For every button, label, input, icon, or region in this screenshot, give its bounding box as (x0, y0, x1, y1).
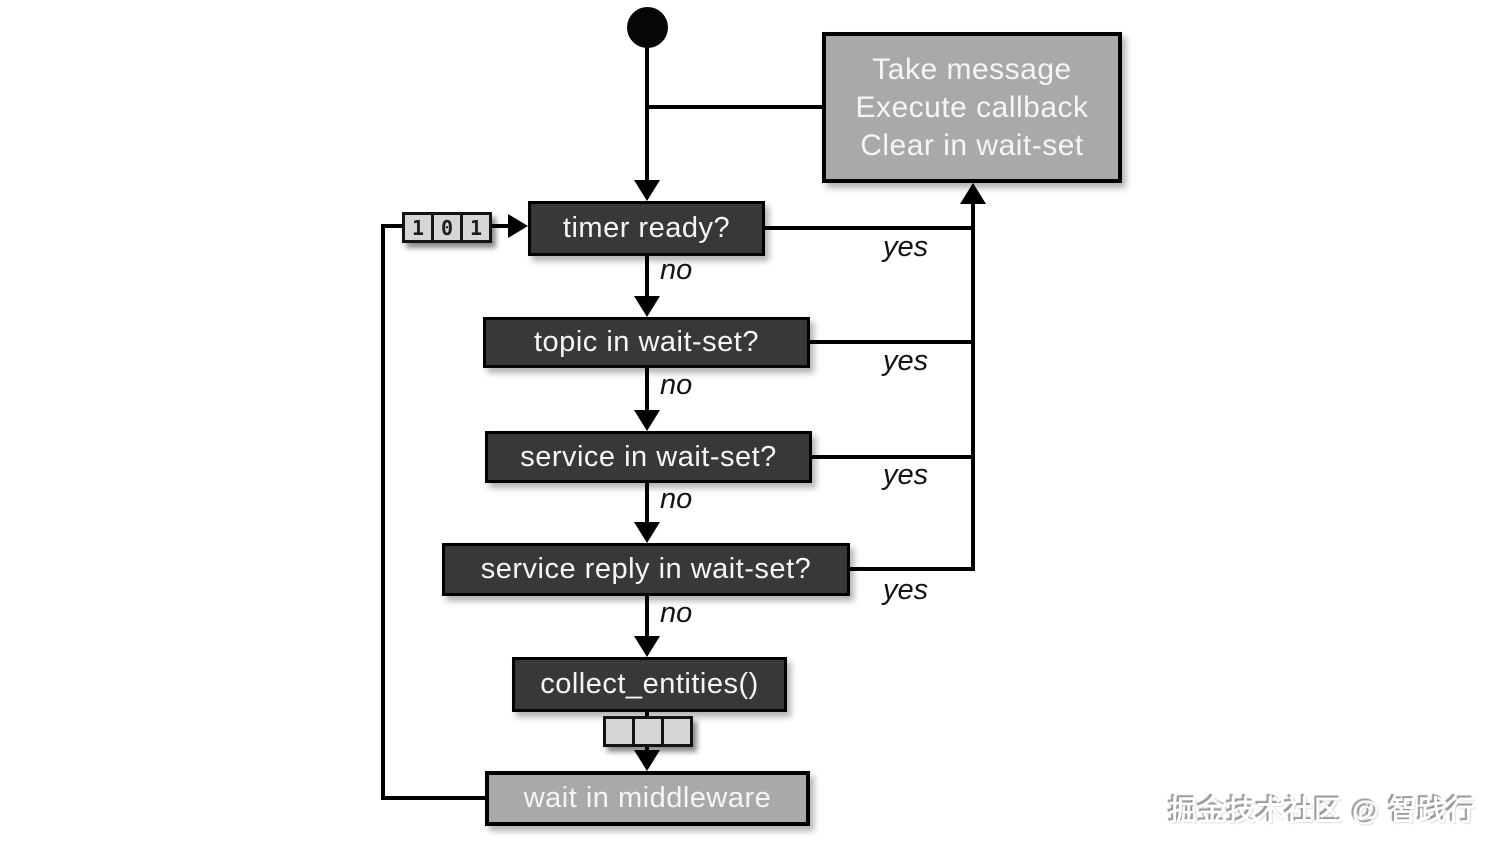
process-wait-in-middleware: wait in middleware (485, 771, 810, 826)
edge-service-yes (812, 455, 975, 459)
label-timer-no: no (660, 254, 693, 286)
decision-service-in-wait-set: service in wait-set? (485, 431, 812, 483)
label-service-yes: yes (883, 459, 929, 491)
decision-timer-ready: timer ready? (528, 201, 765, 256)
arrowhead-into-topic (634, 296, 660, 317)
register-bit-1: 0 (434, 215, 463, 240)
arrowhead-into-collect (634, 636, 660, 657)
action-line-take-message: Take message (872, 52, 1072, 86)
register-bit-0: 1 (405, 215, 434, 240)
action-box: Take message Execute callback Clear in w… (822, 32, 1122, 183)
edge-service-reply-no (645, 596, 649, 640)
edge-register-to-timer (489, 224, 510, 228)
arrowhead-into-timer-left (508, 214, 528, 238)
edge-loop-left (381, 224, 385, 800)
edge-topic-yes (810, 340, 975, 344)
empty-register-bit-0 (606, 719, 635, 744)
process-collect-entities: collect_entities() (512, 657, 787, 712)
arrowhead-into-wait (634, 750, 660, 771)
edge-timer-no (645, 256, 649, 301)
edge-topic-no (645, 368, 649, 415)
label-topic-no: no (660, 369, 693, 401)
edge-branch-to-action-box (645, 105, 824, 109)
empty-register-bit-1 (635, 719, 664, 744)
arrowhead-into-service-reply (634, 522, 660, 543)
arrowhead-into-service (634, 410, 660, 431)
arrowhead-into-action-box (960, 183, 986, 204)
label-topic-yes: yes (883, 345, 929, 377)
wait-set-register-filled-icon: 1 0 1 (402, 212, 492, 243)
decision-service-reply-in-wait-set: service reply in wait-set? (442, 543, 850, 596)
label-service-reply-yes: yes (883, 574, 929, 606)
edge-loop-to-register (381, 224, 404, 228)
start-node (627, 7, 668, 48)
arrowhead-into-timer (634, 180, 660, 201)
register-bit-2: 1 (469, 215, 483, 240)
edge-service-reply-yes (850, 567, 975, 571)
wait-set-register-empty-icon (603, 716, 693, 747)
edge-loop-bottom (381, 796, 485, 800)
label-service-reply-no: no (660, 597, 693, 629)
label-timer-yes: yes (883, 231, 929, 263)
decision-topic-in-wait-set: topic in wait-set? (483, 317, 810, 368)
action-line-execute-callback: Execute callback (855, 90, 1089, 124)
edge-start-to-timer (645, 46, 649, 184)
edge-yes-trunk (971, 200, 975, 571)
action-line-clear-wait-set: Clear in wait-set (860, 128, 1084, 162)
watermark-text: 掘金技术社区 @ 智践行 (1169, 795, 1476, 826)
edge-service-no (645, 483, 649, 526)
empty-register-bit-2 (664, 719, 690, 744)
edge-timer-yes (765, 226, 975, 230)
label-service-no: no (660, 483, 693, 515)
